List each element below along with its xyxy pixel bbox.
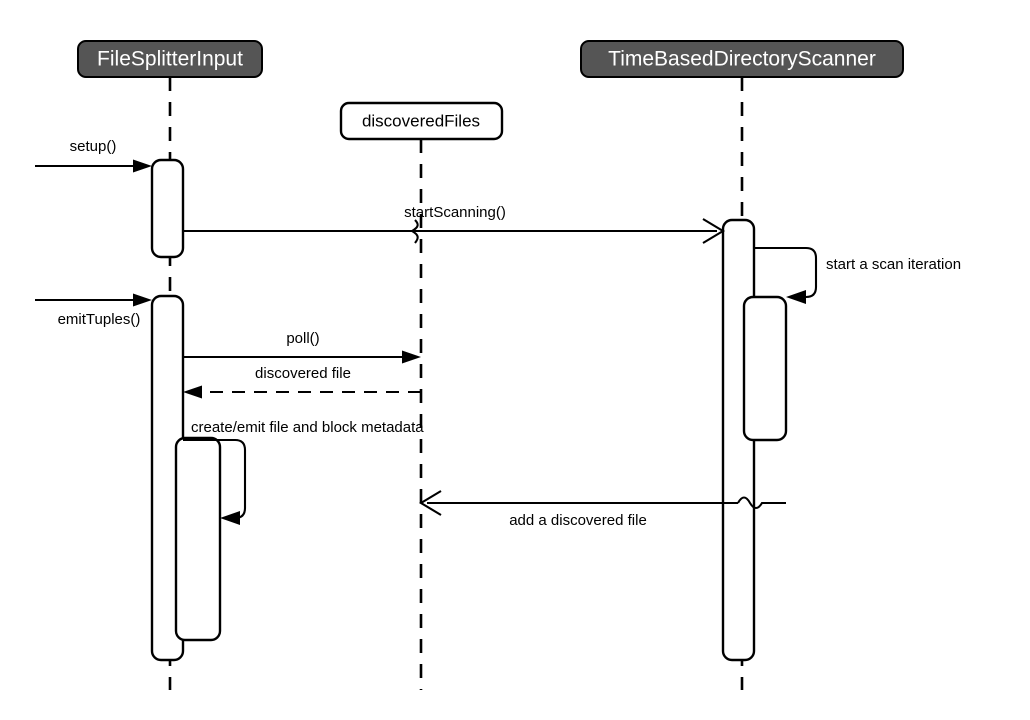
message-create-emit-metadata-label: create/emit file and block metadata	[191, 419, 424, 436]
participant-timebaseddirectoryscanner-label: TimeBasedDirectoryScanner	[608, 48, 876, 71]
message-startscanning-arrowhead	[702, 218, 726, 244]
message-emittuples-arrowhead	[133, 293, 152, 307]
message-setup: setup()	[35, 138, 152, 173]
activation-filesplitterinput-createemit	[174, 436, 222, 642]
message-startscanning-label: startScanning()	[404, 204, 506, 221]
message-discovered-file-label: discovered file	[255, 365, 351, 382]
message-start-scan-iteration-arrowhead	[786, 290, 806, 304]
participant-discoveredfiles-box[interactable]	[339, 101, 504, 141]
message-poll-label: poll()	[286, 330, 319, 347]
participant-timebaseddirectoryscanner[interactable]: TimeBasedDirectoryScanner	[580, 40, 904, 78]
message-setup-arrowhead	[133, 159, 152, 173]
participant-filesplitterinput[interactable]: FileSplitterInput	[77, 40, 263, 78]
message-create-emit-metadata-arrowhead	[220, 511, 240, 525]
message-poll: poll()	[183, 330, 421, 364]
message-start-scan-iteration: start a scan iteration	[754, 246, 961, 304]
activations-layer	[150, 158, 788, 662]
message-discovered-file: discovered file	[183, 365, 421, 399]
message-create-emit-metadata: create/emit file and block metadata	[183, 419, 424, 525]
lifelines-layer	[168, 77, 744, 690]
participant-discoveredfiles-label: discoveredFiles	[362, 111, 480, 130]
message-start-scan-iteration-line	[754, 246, 818, 299]
message-add-discovered-file: add a discovered file	[418, 490, 786, 529]
message-setup-label: setup()	[70, 138, 117, 155]
message-emittuples-label: emitTuples()	[58, 311, 141, 328]
participant-filesplitterinput-label: FileSplitterInput	[97, 48, 243, 71]
participant-boxes-layer: FileSplitterInput discoveredFiles TimeBa…	[77, 40, 904, 141]
participant-timebaseddirectoryscanner-box[interactable]	[580, 40, 904, 78]
message-discovered-file-arrowhead	[183, 385, 202, 399]
message-poll-arrowhead	[402, 350, 421, 364]
message-add-discovered-file-label: add a discovered file	[509, 512, 647, 529]
activation-scanner-scaniteration	[742, 295, 788, 442]
message-add-discovered-file-linejump	[737, 496, 786, 510]
message-startscanning: startScanning()	[183, 204, 726, 244]
message-start-scan-iteration-label: start a scan iteration	[826, 256, 961, 273]
message-add-discovered-file-arrowhead	[418, 490, 442, 516]
activation-filesplitterinput-setup	[150, 158, 185, 259]
participant-filesplitterinput-box[interactable]	[77, 40, 263, 78]
participant-discoveredfiles[interactable]: discoveredFiles	[339, 101, 504, 141]
message-emittuples: emitTuples()	[35, 293, 152, 328]
